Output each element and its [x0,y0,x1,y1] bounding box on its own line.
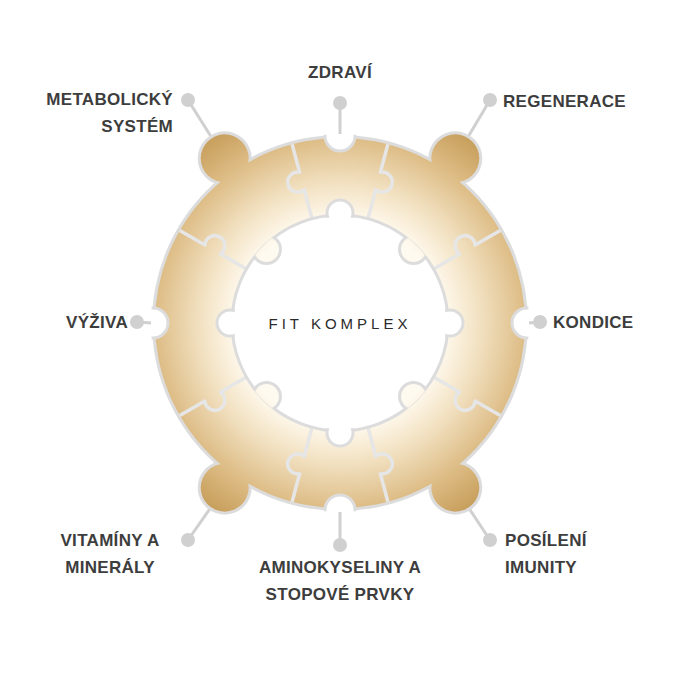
leader [469,508,497,547]
leader-dot [130,315,144,329]
outer-notch [325,123,355,151]
outer-notch [325,495,355,523]
inner-tab [400,383,428,411]
leader [333,511,347,552]
outer-notch [512,308,540,338]
leader-dot [483,93,497,107]
leader-dot [181,533,195,547]
ring-hole [232,215,448,431]
category-label: VITAMÍNY A MINERÁLY [35,527,185,581]
puzzle-seam [180,377,247,416]
puzzle-seam [434,231,501,270]
category-label: REGENERACE [503,88,626,115]
ring-outline [152,131,528,514]
leader-dot [181,93,195,107]
puzzle-seam [368,427,392,501]
inner-notch [327,420,353,446]
puzzle-seam [288,144,312,218]
category-label: KONDICE [553,309,634,336]
ring-center: FIT KOMPLEX [140,123,540,523]
category-label: VÝŽIVA [66,309,128,336]
leader [181,93,212,138]
puzzle-tab [431,464,479,512]
inner-notch [217,310,243,336]
ring-fill [155,134,525,511]
outer-notch [140,308,168,338]
category-label: POSÍLENÍ IMUNITY [505,527,625,581]
leader-dot [333,96,347,110]
inner-tab [252,383,280,411]
ring-outline-circle [152,135,528,511]
puzzle-seam [368,144,392,218]
puzzle-tab [201,464,249,512]
category-label: ZDRAVÍ [308,59,372,86]
leader [181,507,211,547]
inner-notch [327,200,353,226]
leader-dot [533,315,547,329]
puzzle-seam [434,377,501,416]
inner-notch [437,310,463,336]
leader [528,315,547,329]
center-title: FIT KOMPLEX [269,315,412,332]
puzzle-seam [180,231,247,270]
category-label: AMINOKYSELINY A STOPOVÉ PRVKY [245,554,435,608]
puzzle-tab [431,134,479,182]
puzzle-ring: FIT KOMPLEX [140,123,540,523]
puzzle-tab [201,134,249,182]
category-label: METABOLICKÝ SYSTÉM [13,86,173,140]
leader [333,96,347,135]
leader-dot [483,533,497,547]
inner-tab [252,235,280,263]
ring-body [155,138,525,508]
leader-dot [333,538,347,552]
leader [130,315,152,329]
puzzle-seam [288,427,312,501]
inner-tab [400,235,428,263]
leader [468,93,497,138]
